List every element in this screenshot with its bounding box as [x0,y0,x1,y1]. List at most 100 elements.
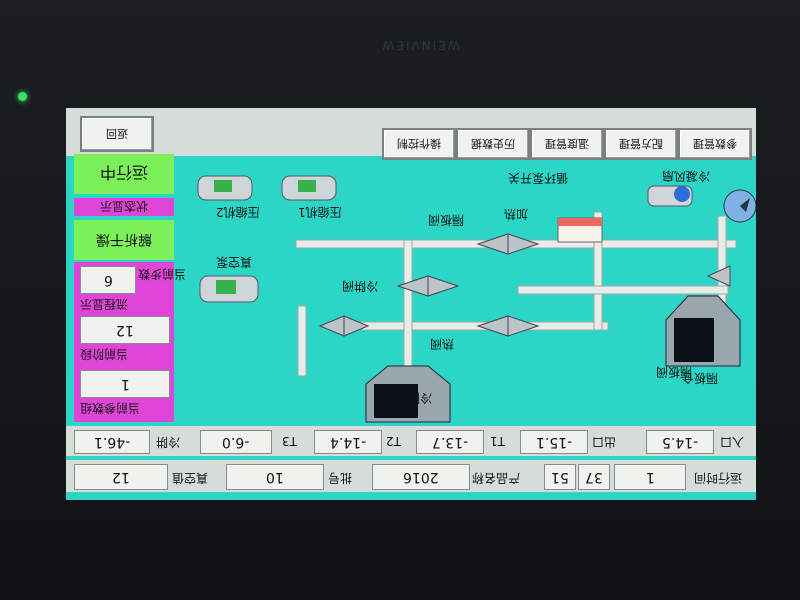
segment-label: 当前阶段 [80,346,128,363]
segment-label-text: 当前阶段 [80,347,129,361]
cold-trap-valve-label: 冷阱阀 [342,278,378,295]
hmi-screen: 返回 参数管理 配方管理 温度管理 历史数据 操作控制 运行中 状态显示 解析干… [66,108,756,500]
valve-icon [318,315,370,337]
pump-icon [199,275,259,303]
compressor-icon [197,175,253,201]
cold-trap-valve-text: 冷阱阀 [342,279,379,293]
vacuum-label-text: 真空值 [172,471,209,485]
hot-valve-text: 热阀 [430,337,455,351]
valve-icon [476,315,540,337]
outlet-label-text: 出口 [592,435,617,449]
pipe-right [517,285,729,295]
segment-value-text: 12 [116,322,134,338]
vacuum-value: 12 [74,464,168,490]
cold-fan-text: 冷凝风扇 [662,169,711,183]
valve-icon [396,275,460,297]
t3-value: -6.0 [200,430,272,454]
partition-valve-text: 隔板阀 [428,213,465,227]
runtime-hours: 1 [614,464,686,490]
running-text: 运行中 [99,163,148,182]
runtime-label-text: 运行时间 [694,471,743,485]
compressor2-text: 压缩机2 [216,205,260,219]
pipe-cold-vertical [403,239,413,369]
cold-fan-label: 冷凝风扇 [662,168,710,185]
running-status: 运行中 [74,154,174,194]
t3-value-text: -6.0 [222,434,250,450]
nav-recipe-label: 配方管理 [619,137,663,150]
compressor-icon [281,175,337,201]
back-button[interactable]: 返回 [80,116,154,152]
pipe-circulation [593,211,603,331]
pipe-left-vertical [297,305,307,377]
flow-display-text: 流程显示 [80,297,129,311]
runtime-minutes-text: 37 [585,469,603,485]
cold-label-text: 冷阱 [156,435,181,449]
status-value-text: 解析干燥 [96,231,152,247]
heating-element [558,218,602,226]
status-display-text: 状态显示 [99,199,148,213]
product-value: 2016 [372,464,470,490]
shelf-text: 隔板仓 [682,371,719,385]
step-value: 6 [80,266,136,294]
status-sidebar: 运行中 状态显示 解析干燥 6 当前步数 流程显示 12 当前阶段 1 当前参数… [74,154,186,424]
t1-label: T1 [490,434,505,448]
nav-temp-label: 温度管理 [545,137,589,150]
flow-display-label: 流程显示 [80,296,128,313]
nav-recipe-management[interactable]: 配方管理 [604,128,678,160]
product-label: 产品名称 [472,470,520,487]
cold-trap-label: 冷阱仓 [396,390,432,407]
hot-valve-label: 热阀 [430,336,454,353]
t3-label-text: T3 [282,434,297,448]
temperature-row [66,426,756,456]
vacuum-value-text: 12 [112,469,130,485]
runtime-seconds: 51 [544,464,576,490]
cold-label: 冷阱 [156,434,180,451]
circulation-text: 循环泵开关 [508,171,569,185]
fan-icon [723,189,756,223]
param-label-text: 当前参数组 [80,401,141,415]
vacuum-pump-label: 真空泵 [216,254,252,271]
pump-icon [647,185,693,207]
brand-logo: WEINVIEW [380,38,460,52]
runtime-minutes: 37 [578,464,610,490]
back-button-label: 返回 [106,127,128,140]
outlet-value: -15.1 [520,430,588,454]
nav-history-data[interactable]: 历史数据 [456,128,530,160]
inlet-value: -14.5 [646,430,714,454]
t2-label-text: T2 [386,434,401,448]
inlet-label-text: 入口 [720,435,745,449]
batch-value-text: 10 [266,469,284,485]
t3-label: T3 [282,434,297,448]
valve-icon [476,233,540,255]
power-led-icon [18,92,27,101]
outlet-label: 出口 [592,434,616,451]
product-label-text: 产品名称 [472,471,521,485]
batch-label-text: 批号 [328,471,353,485]
cold-trap-text: 冷阱仓 [396,391,433,405]
vacuum-label: 真空值 [172,470,208,487]
batch-label: 批号 [328,470,352,487]
t1-value: -13.7 [416,430,484,454]
tank-icon [365,365,451,423]
param-value: 1 [80,370,170,398]
valve-icon [706,265,731,287]
param-label: 当前参数组 [80,400,140,417]
inlet-label: 入口 [720,434,744,451]
param-value-text: 1 [120,376,130,392]
nav-history-label: 历史数据 [471,137,515,150]
nav-temp-management[interactable]: 温度管理 [530,128,604,160]
process-diagram [197,175,756,423]
runtime-hours-text: 1 [645,469,655,485]
t2-label: T2 [386,434,401,448]
compressor2-label: 压缩机2 [216,204,260,221]
nav-operation-control[interactable]: 操作控制 [382,128,456,160]
t1-value-text: -13.7 [431,434,469,450]
runtime-seconds-text: 51 [551,469,569,485]
status-display-header: 状态显示 [74,198,174,216]
cold-value-text: -46.1 [93,434,131,450]
segment-value: 12 [80,316,170,344]
shelf-label: 隔板仓 [682,370,718,387]
nav-param-management[interactable]: 参数管理 [678,128,752,160]
outlet-value-text: -15.1 [535,434,573,450]
compressor1-text: 压缩机1 [298,205,342,219]
